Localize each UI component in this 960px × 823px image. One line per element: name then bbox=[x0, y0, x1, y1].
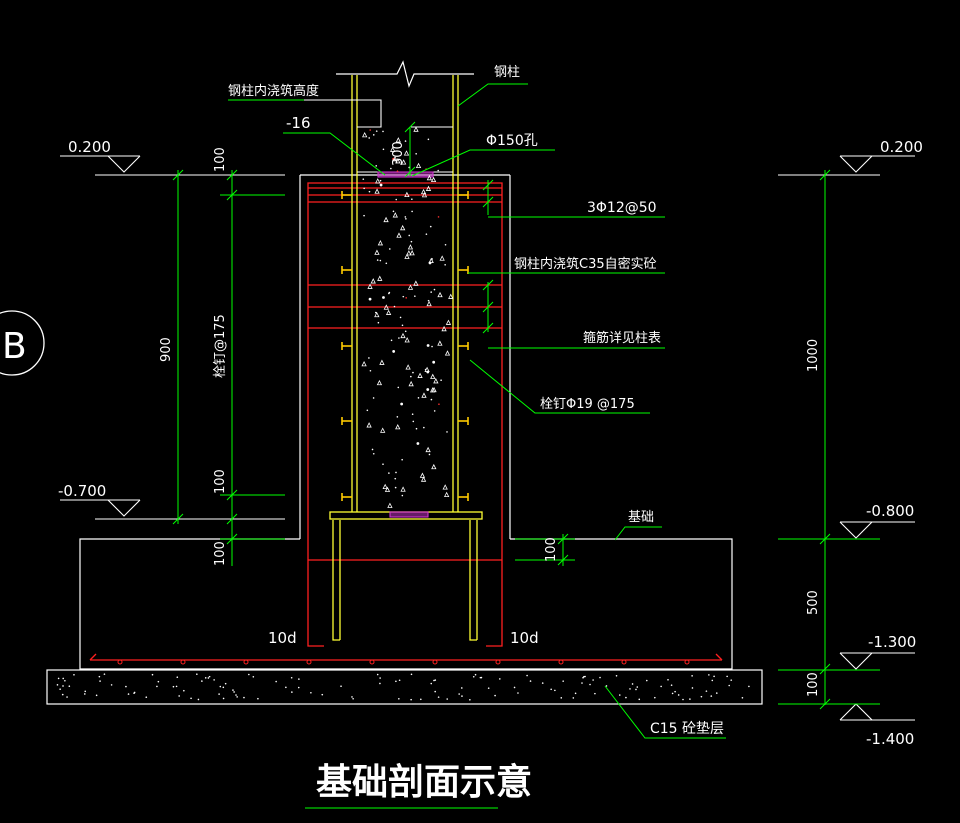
note-studs: 栓钉Φ19 @175 bbox=[540, 397, 635, 412]
dim-left-100-base: 100 bbox=[213, 541, 228, 566]
dim-left-900: 900 bbox=[159, 337, 174, 362]
dim-right-500: 500 bbox=[806, 590, 821, 615]
cushion-hatch bbox=[56, 673, 750, 701]
infill-top bbox=[304, 99, 453, 518]
axis-bubble-label: B bbox=[2, 326, 27, 367]
note-stirrup-top: 3Φ12@50 bbox=[587, 200, 657, 216]
shear-studs bbox=[341, 191, 469, 501]
dim-right-100: 100 bbox=[806, 672, 821, 697]
axis-bubble bbox=[0, 310, 45, 376]
column-break-line bbox=[336, 60, 474, 88]
steel-column bbox=[329, 75, 483, 641]
note-steel-column: 钢柱 bbox=[494, 65, 520, 80]
dim-col-300: 300 bbox=[391, 141, 406, 166]
dim-left-100-bottom: 100 bbox=[213, 469, 228, 494]
note-pour-height: 钢柱内浇筑高度 bbox=[228, 83, 319, 99]
bottom-rebar-dots bbox=[117, 659, 690, 665]
dim-left-stud-spacing: 栓钉@175 bbox=[213, 314, 228, 378]
foundation-outline bbox=[79, 174, 733, 670]
level-left-top: 0.200 bbox=[68, 138, 111, 156]
note-cushion: C15 砼垫层 bbox=[650, 721, 724, 737]
note-foundation: 基础 bbox=[628, 510, 654, 525]
infill-concrete-hatch bbox=[361, 126, 454, 508]
leader-lines bbox=[228, 83, 726, 809]
note-stirrup-table: 箍筋详见柱表 bbox=[583, 330, 661, 346]
level-left-mid: -0.700 bbox=[58, 482, 106, 500]
dimension-lines bbox=[172, 121, 880, 710]
note-plate: -16 bbox=[286, 114, 311, 132]
level-right-low: -1.300 bbox=[868, 633, 916, 651]
dim-anchor-right: 10d bbox=[510, 629, 539, 647]
dim-left-100-top: 100 bbox=[213, 147, 228, 172]
level-markers bbox=[60, 155, 915, 721]
level-right-mid: -0.800 bbox=[866, 502, 914, 520]
drawing-title: 基础剖面示意 bbox=[316, 762, 532, 803]
level-right-bottom: -1.400 bbox=[866, 730, 914, 748]
dim-base-100: 100 bbox=[544, 537, 559, 562]
level-right-top: 0.200 bbox=[880, 138, 923, 156]
note-hole: Φ150孔 bbox=[486, 133, 538, 149]
cushion-layer bbox=[46, 669, 763, 705]
dim-anchor-left: 10d bbox=[268, 629, 297, 647]
dim-right-1000: 1000 bbox=[806, 339, 821, 372]
pedestal-rebar bbox=[89, 182, 723, 661]
note-concrete: 钢柱内浇筑C35自密实砼 bbox=[514, 256, 657, 272]
